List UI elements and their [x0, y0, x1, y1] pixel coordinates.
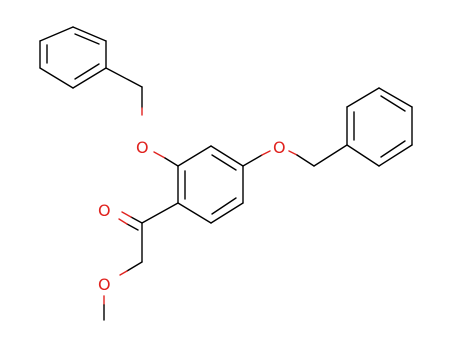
right-o-ch2-bond-oxygen	[288, 150, 298, 156]
upper-benzyl-phenyl-ring	[39, 26, 107, 89]
right-ether-oxygen-label: O	[273, 138, 286, 157]
ch2-o-bond-carbon	[126, 261, 143, 272]
carbonyl-oxygen-label: O	[98, 201, 111, 220]
right-ring-o-bond-carbon	[242, 154, 263, 167]
carbonyl-double-bond-carbon-2	[126, 223, 139, 231]
central-benzene-ring	[177, 145, 244, 224]
upper-o-ring-bond-carbon	[164, 157, 179, 167]
methoxy-oxygen-label: O	[98, 275, 111, 294]
right-ring-o-bond-oxygen	[261, 150, 271, 156]
carbonyl-double-bond-carbon-1	[130, 216, 143, 224]
upper-benzyl-ch2-bond	[105, 67, 143, 88]
carbonyl-double-bond-oxygen-2	[118, 218, 128, 225]
upper-o-ring-bond-oxygen	[153, 151, 166, 159]
right-o-ch2-bond-carbon	[296, 154, 315, 167]
ring-carbonyl-bond	[141, 202, 179, 224]
upper-ether-oxygen-label: O	[136, 138, 149, 157]
ch2-o-bond-oxygen	[119, 270, 128, 276]
carbonyl-double-bond-oxygen-1	[121, 211, 132, 218]
right-ch2-phenyl-bond	[313, 144, 348, 167]
right-benzyl-phenyl-ring	[346, 87, 413, 167]
